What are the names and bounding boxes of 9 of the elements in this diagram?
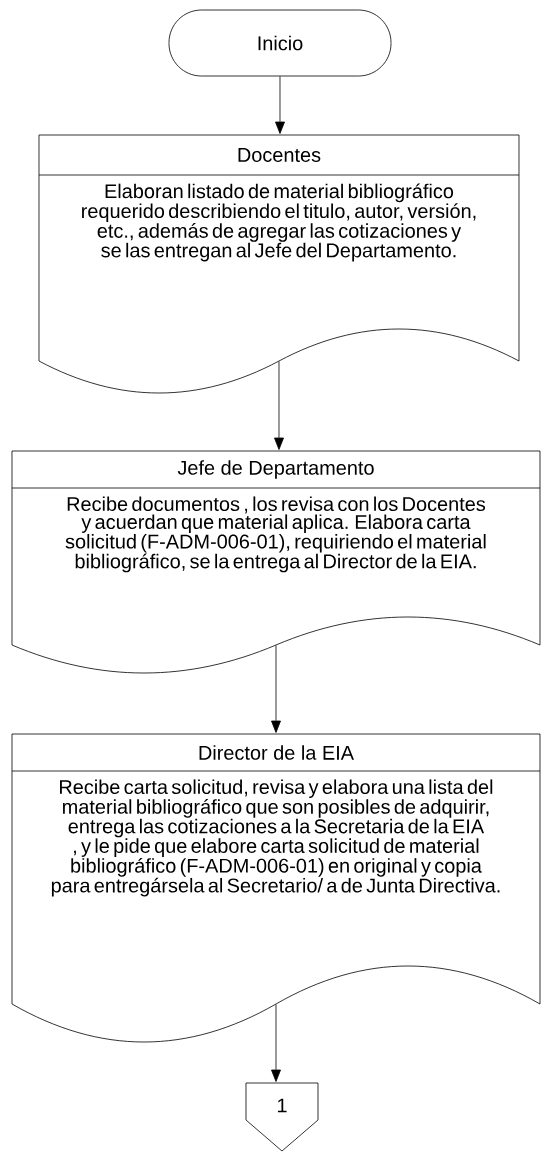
arrow bbox=[275, 76, 285, 134]
document-box: Director de la EIA Recibe carta solicitud, revisa y elabora una lista del material bibliográfico que son posibles de adquirir, entrega las cotizaciones a la Secretaria de la EIA , y le pide que elabore carta solicitud de material bibliográfico (F-ADM-006-01) en original y copia para entregársela al Secretario/ a de Junta Directiva. bbox=[11, 733, 541, 1043]
arrow bbox=[274, 361, 284, 450]
off-page-connector: 1 bbox=[245, 1082, 319, 1152]
document-box: Docentes Elaboran listado de material bibliográfico requerido describiendo el titulo, autor, versión, etc., además de agregar las cotizaciones y se las entregan al Jefe del Departamento. bbox=[38, 134, 520, 394]
terminator: Inicio bbox=[168, 9, 392, 77]
arrow bbox=[271, 1004, 281, 1082]
arrow bbox=[271, 645, 281, 733]
document-box: Jefe de Departamento Recibe documentos , los revisa con los Docentes y acuerdan que material aplica. Elabora carta solicitud (F-ADM-006-01), requiriendo el material bibliográfico, se la entrega al Director de la EIA. bbox=[11, 450, 541, 674]
